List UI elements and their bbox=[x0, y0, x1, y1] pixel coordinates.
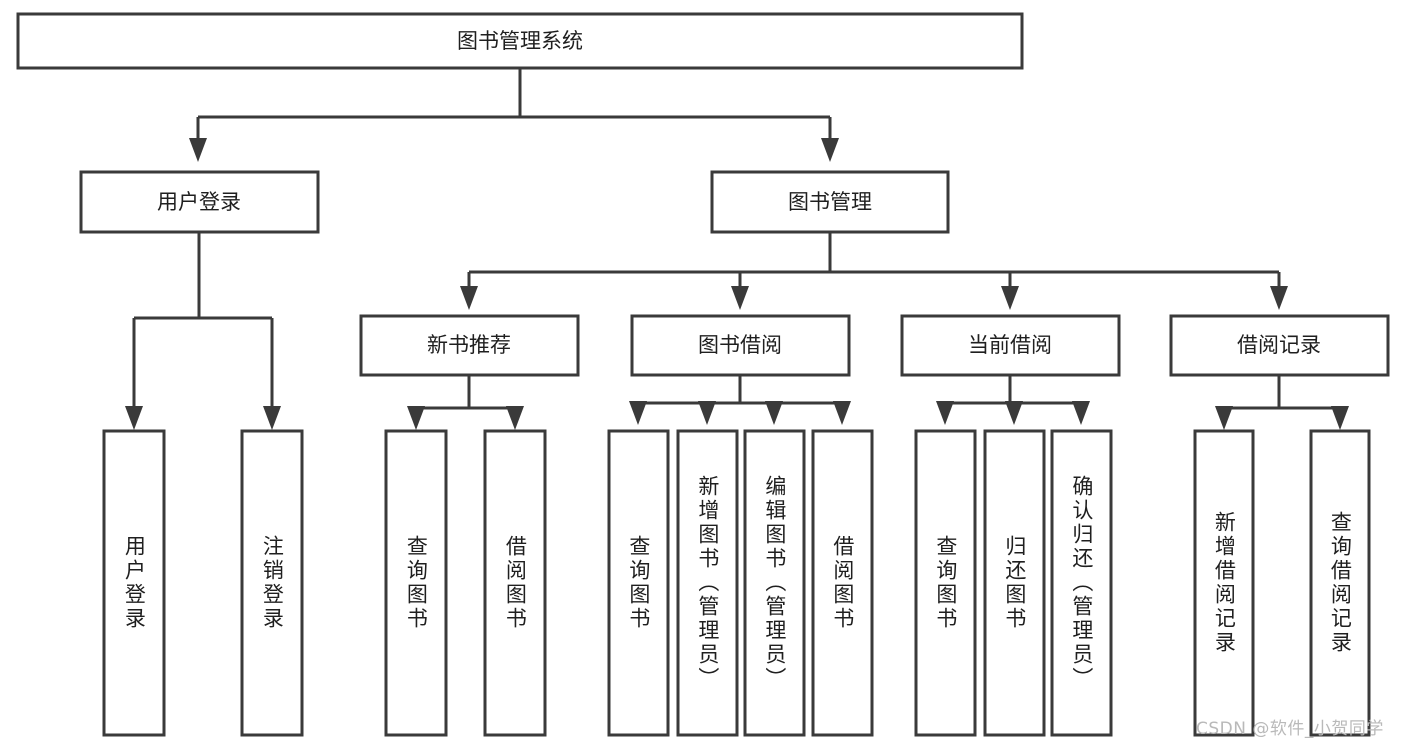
arrow-to-leaf-user-login bbox=[125, 406, 143, 430]
leaf-box-edit-book[interactable] bbox=[743, 429, 806, 737]
node-book-borrow[interactable]: 图书借阅 bbox=[630, 314, 851, 377]
arrow-to-leaf-confirm-return bbox=[1072, 401, 1090, 425]
node-new-book-recommend-box[interactable] bbox=[359, 314, 580, 377]
arrow-to-leaf-query-record bbox=[1331, 406, 1349, 430]
node-user-login-label: 用户登录 bbox=[157, 190, 241, 214]
arrow-to-current-borrow bbox=[1001, 286, 1019, 310]
leaf-box-query-record[interactable] bbox=[1309, 429, 1371, 737]
node-new-book-recommend[interactable]: 新书推荐 bbox=[359, 314, 580, 377]
csdn-watermark: CSDN @软件_小贺同学 bbox=[1196, 719, 1384, 739]
arrow-root-to-user-login bbox=[189, 138, 207, 162]
node-new-book-recommend-label: 新书推荐 bbox=[427, 333, 511, 357]
arrow-to-book-borrow bbox=[731, 286, 749, 310]
node-user-login[interactable]: 用户登录 bbox=[79, 170, 320, 234]
leaf-box-add-record[interactable] bbox=[1193, 429, 1255, 737]
arrow-to-borrow-record bbox=[1270, 286, 1288, 310]
node-root-box[interactable] bbox=[16, 12, 1024, 70]
arrow-to-leaf-logout bbox=[263, 406, 281, 430]
node-book-management-box[interactable] bbox=[710, 170, 950, 234]
leaf-box-user-login[interactable] bbox=[102, 429, 166, 737]
arrow-to-leaf-query-book-2 bbox=[629, 401, 647, 425]
arrow-to-leaf-add-book bbox=[698, 401, 716, 425]
node-book-management[interactable]: 图书管理 bbox=[710, 170, 950, 234]
arrow-to-leaf-add-record bbox=[1215, 406, 1233, 430]
leaf-box-confirm-return[interactable] bbox=[1050, 429, 1113, 737]
arrow-root-to-book-mgmt bbox=[821, 138, 839, 162]
node-current-borrow[interactable]: 当前借阅 bbox=[900, 314, 1121, 377]
leaf-box-add-book[interactable] bbox=[676, 429, 739, 737]
node-borrow-record[interactable]: 借阅记录 bbox=[1169, 314, 1390, 377]
leaf-box-query-book-3[interactable] bbox=[914, 429, 977, 737]
leaf-box-borrow-book-2[interactable] bbox=[811, 429, 874, 737]
leaf-box-logout[interactable] bbox=[240, 429, 304, 737]
node-borrow-record-label: 借阅记录 bbox=[1237, 333, 1321, 357]
node-current-borrow-label: 当前借阅 bbox=[968, 333, 1052, 357]
node-root[interactable]: 图书管理系统 bbox=[16, 12, 1024, 70]
arrow-to-leaf-borrow-book-2 bbox=[833, 401, 851, 425]
arrow-to-new-book-recommend bbox=[460, 286, 478, 310]
arrow-to-leaf-query-book-3 bbox=[936, 401, 954, 425]
leaf-box-query-book-1[interactable] bbox=[384, 429, 448, 737]
node-current-borrow-box[interactable] bbox=[900, 314, 1121, 377]
arrow-to-leaf-query-book-1 bbox=[407, 406, 425, 430]
node-book-borrow-label: 图书借阅 bbox=[698, 333, 782, 357]
arrow-to-leaf-return-book bbox=[1005, 401, 1023, 425]
leaf-box-borrow-book-1[interactable] bbox=[483, 429, 547, 737]
node-book-management-label: 图书管理 bbox=[788, 190, 872, 214]
arrow-to-leaf-borrow-book-1 bbox=[506, 406, 524, 430]
leaf-box-query-book-2[interactable] bbox=[607, 429, 670, 737]
arrow-to-leaf-edit-book bbox=[765, 401, 783, 425]
node-borrow-record-box[interactable] bbox=[1169, 314, 1390, 377]
node-book-borrow-box[interactable] bbox=[630, 314, 851, 377]
leaf-box-return-book[interactable] bbox=[983, 429, 1046, 737]
node-root-label: 图书管理系统 bbox=[457, 29, 583, 53]
